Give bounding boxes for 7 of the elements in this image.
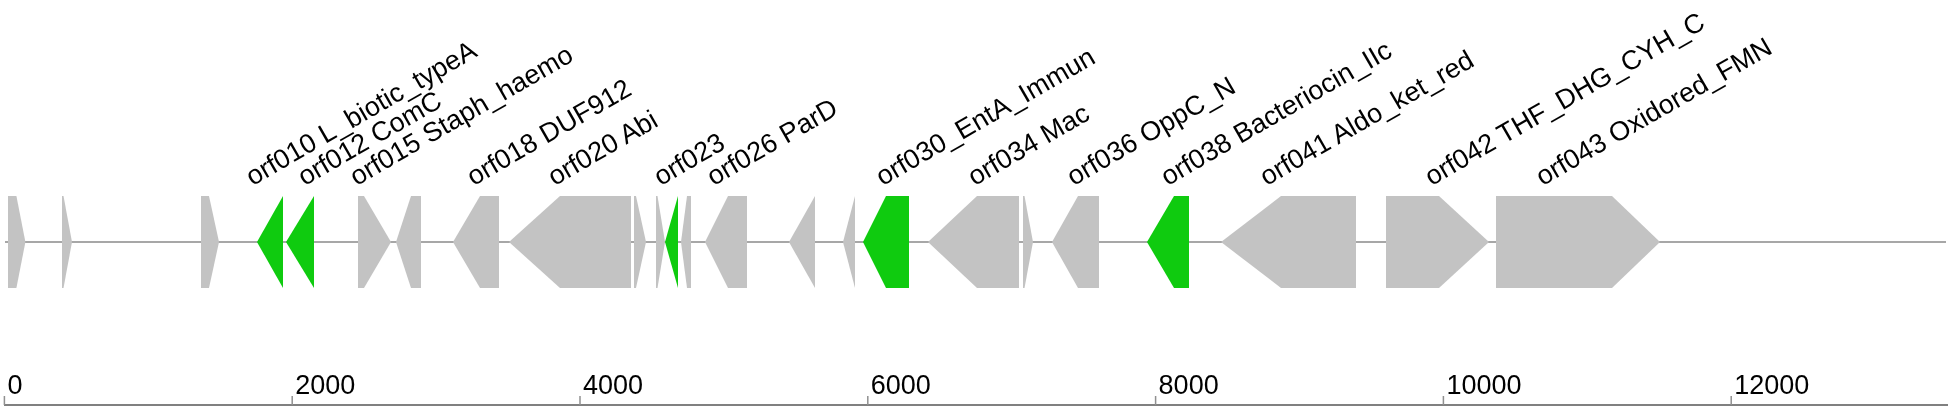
axis-tick-label: 10000 [1446, 374, 1522, 396]
axis-tick-label: 4000 [583, 374, 644, 396]
axis-tick-label: 0 [7, 374, 23, 396]
axis-tick-label: 6000 [870, 374, 931, 396]
axis-tick-label: 8000 [1158, 374, 1219, 396]
axis-tick-label: 2000 [295, 374, 356, 396]
axis-tick-label: 12000 [1734, 374, 1810, 396]
